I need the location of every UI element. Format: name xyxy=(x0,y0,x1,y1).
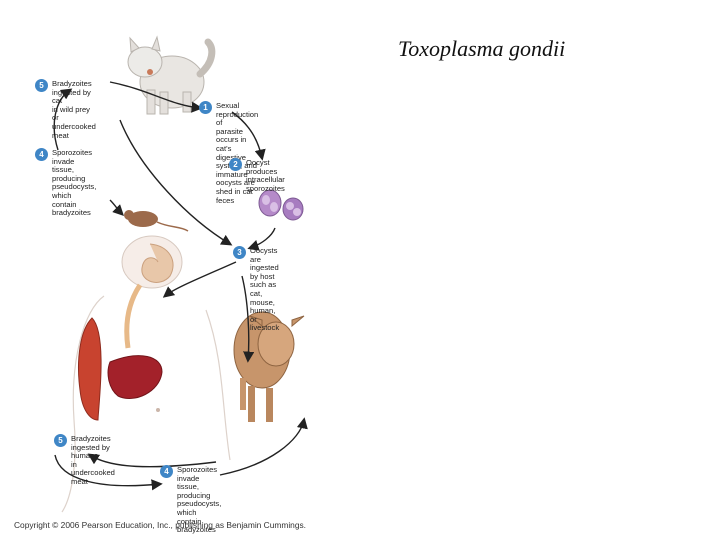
step-description: Oocysts are ingested by host such as cat… xyxy=(250,246,280,333)
cat-illustration xyxy=(127,35,216,115)
arrow-step-4-to-cow xyxy=(219,417,308,476)
step-number-badge: 4 xyxy=(160,465,173,478)
human-figure-illustration xyxy=(61,235,231,513)
arrow-to-cow xyxy=(241,275,255,363)
step-number-badge: 2 xyxy=(229,158,242,171)
step-description: Bradyzoites ingested by cat in wild prey… xyxy=(52,79,96,140)
step-description: Bradyzoites ingested by humans in underc… xyxy=(71,434,115,486)
mouse-illustration xyxy=(124,210,189,232)
step-description: Oocyst produces intracellular sporozoite… xyxy=(246,158,285,193)
arrow-to-step-1 xyxy=(109,81,203,113)
arrow-cow-to-step-5 xyxy=(87,453,217,468)
arrow-mouse-to-step-3 xyxy=(119,119,233,246)
arrow-step-5-to-4 xyxy=(54,454,163,491)
arrow-to-step-2 xyxy=(231,111,266,161)
step-description: Sporozoites invade tissue, producing pse… xyxy=(52,148,97,218)
step-description: Sporozoites invade tissue, producing pse… xyxy=(177,465,222,535)
copyright-notice: Copyright © 2006 Pearson Education, Inc.… xyxy=(14,520,307,530)
step-number-badge: 1 xyxy=(199,101,212,114)
arrow-step-4-to-mouse xyxy=(109,199,124,216)
step-number-badge: 5 xyxy=(35,79,48,92)
step-number-badge: 3 xyxy=(233,246,246,259)
oocyst-illustration xyxy=(258,189,304,221)
step-number-badge: 4 xyxy=(35,148,48,161)
diagram-title: Toxoplasma gondii xyxy=(398,36,566,61)
arrow-step-4-to-5 xyxy=(53,88,73,151)
arrow-to-step-3 xyxy=(247,227,276,251)
step-number-badge: 5 xyxy=(54,434,67,447)
arrow-to-human xyxy=(162,261,237,298)
